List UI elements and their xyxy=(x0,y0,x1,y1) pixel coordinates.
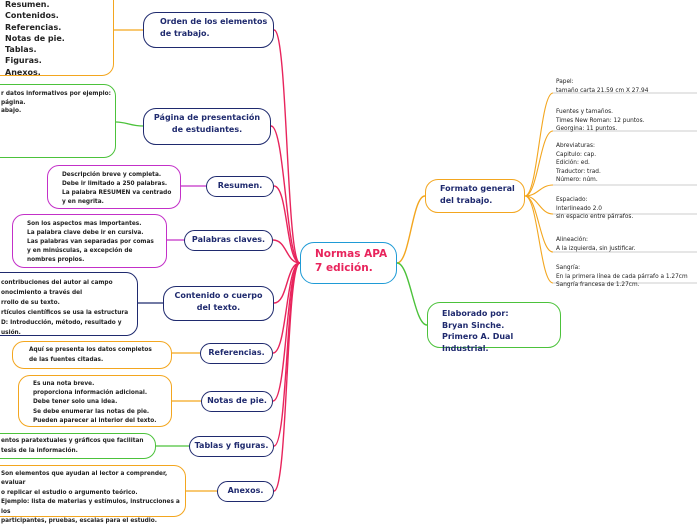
formato-item-abreviaturas: Abreviaturas: Capitulo: cap. Edición: ed… xyxy=(556,142,601,185)
topic-resumen[interactable]: Resumen. xyxy=(206,176,274,197)
note-referencias: Aquí se presenta los datos completos de … xyxy=(12,341,172,369)
note-anexos-text: Son elementos que ayudan al lector a com… xyxy=(1,471,180,525)
note-notas-pie: Es una nota breve. proporciona informaci… xyxy=(18,375,172,427)
topic-tablas-figuras[interactable]: Tablas y figuras. xyxy=(189,436,274,457)
connector-central-left-5 xyxy=(272,262,301,354)
topic-referencias-label: Referencias. xyxy=(208,348,265,357)
connector-central-elaborado xyxy=(396,262,428,326)
note-palabras-claves: Son los aspectos mas importantes. La pal… xyxy=(12,214,167,268)
formato-item-espaciado-text: Espaciado: Interlineado 2.0 sin espacio … xyxy=(556,197,634,220)
formato-item-sangria-text: Sangría: En la primera línea de cada pár… xyxy=(556,265,688,288)
connector-formato-item-4 xyxy=(524,195,554,253)
formato-item-sangria: Sangría: En la primera línea de cada pár… xyxy=(556,264,688,290)
formato-item-alineacion-text: Alineación: A la izquierda, sin justific… xyxy=(556,237,636,252)
topic-contenido-label: Contenido o cuerpo del texto. xyxy=(174,291,263,312)
central-topic-label: Normas APA 7 edición. xyxy=(315,248,388,274)
topic-palabras-claves[interactable]: Palabras claves. xyxy=(184,230,273,251)
connector-central-left-3 xyxy=(272,239,301,264)
connector-formato-item-1 xyxy=(524,130,554,197)
note-resumen: Descripción breve y completa. Debe ir li… xyxy=(47,165,181,209)
topic-palabras-label: Palabras claves. xyxy=(191,235,266,244)
note-referencias-text: Aquí se presenta los datos completos de … xyxy=(29,347,152,363)
note-orden-elementos: Resumen. Contenidos. Referencias. Notas … xyxy=(0,0,114,77)
connector-central-left-2 xyxy=(273,185,301,264)
topic-notas-label: Notas de pie. xyxy=(207,396,267,405)
connector-central-left-1 xyxy=(270,125,301,264)
formato-item-espaciado: Espaciado: Interlineado 2.0 sin espacio … xyxy=(556,196,633,222)
note-contenido-cuerpo: contribuciones del autor al campo onocim… xyxy=(0,272,138,336)
connector-central-formato xyxy=(396,195,426,264)
topic-contenido-cuerpo[interactable]: Contenido o cuerpo del texto. xyxy=(163,286,274,321)
note-orden-text: Resumen. Contenidos. Referencias. Notas … xyxy=(5,0,65,77)
note-notas-text: Es una nota breve. proporciona informaci… xyxy=(33,381,157,424)
topic-referencias[interactable]: Referencias. xyxy=(200,343,273,364)
connector-formato-item-0 xyxy=(524,92,554,197)
connector-note-1 xyxy=(115,121,144,127)
topic-formato-general[interactable]: Formato general del trabajo. xyxy=(425,179,525,213)
connector-central-left-8 xyxy=(273,262,301,492)
connector-central-left-7 xyxy=(273,262,301,447)
formato-item-abreviaturas-text: Abreviaturas: Capitulo: cap. Edición: ed… xyxy=(556,143,601,183)
formato-item-fuentes: Fuentes y tamaños. Times New Roman: 12 p… xyxy=(556,108,644,134)
note-pagina-text: r datos informativos por ejemplo: página… xyxy=(1,91,111,114)
topic-orden-label: Orden de los elementos de trabajo. xyxy=(160,17,268,38)
note-contenido-text: contribuciones del autor al campo onocim… xyxy=(1,280,129,336)
central-topic[interactable]: Normas APA 7 edición. xyxy=(300,242,397,284)
topic-anexos[interactable]: Anexos. xyxy=(217,481,274,502)
formato-item-alineacion: Alineación: A la izquierda, sin justific… xyxy=(556,236,636,253)
topic-orden-elementos[interactable]: Orden de los elementos de trabajo. xyxy=(143,12,274,48)
note-resumen-text: Descripción breve y completa. Debe ir li… xyxy=(62,172,172,205)
formato-item-papel-text: Papel: tamaño carta 21.59 cm X 27.94 xyxy=(556,79,649,94)
topic-anexos-label: Anexos. xyxy=(227,486,264,495)
topic-tablas-label: Tablas y figuras. xyxy=(194,441,269,450)
note-palabras-text: Son los aspectos mas importantes. La pal… xyxy=(27,221,154,263)
formato-item-papel: Papel: tamaño carta 21.59 cm X 27.94 xyxy=(556,78,648,95)
formato-item-fuentes-text: Fuentes y tamaños. Times New Roman: 12 p… xyxy=(556,109,645,132)
note-tablas-text: entos paratextuales y gráficos que facil… xyxy=(1,438,144,454)
topic-pagina-label: Página de presentación de estudiantes. xyxy=(153,113,261,134)
topic-formato-label: Formato general del trabajo. xyxy=(440,184,515,205)
topic-notas-pie[interactable]: Notas de pie. xyxy=(201,391,273,412)
note-tablas-figuras: entos paratextuales y gráficos que facil… xyxy=(0,433,156,459)
topic-elaborado-por[interactable]: Elaborado por: Bryan Sinche. Primero A. … xyxy=(427,302,561,353)
connector-central-left-0 xyxy=(273,29,301,264)
topic-elaborado-label: Elaborado por: Bryan Sinche. Primero A. … xyxy=(442,309,514,353)
connector-formato-item-5 xyxy=(524,195,554,284)
note-anexos: Son elementos que ayudan al lector a com… xyxy=(0,465,186,524)
connector-formato-item-2 xyxy=(524,184,554,197)
topic-pagina-presentacion[interactable]: Página de presentación de estudiantes. xyxy=(143,108,271,145)
topic-resumen-label: Resumen. xyxy=(217,181,263,190)
note-pagina-presentacion: r datos informativos por ejemplo: página… xyxy=(0,84,116,158)
